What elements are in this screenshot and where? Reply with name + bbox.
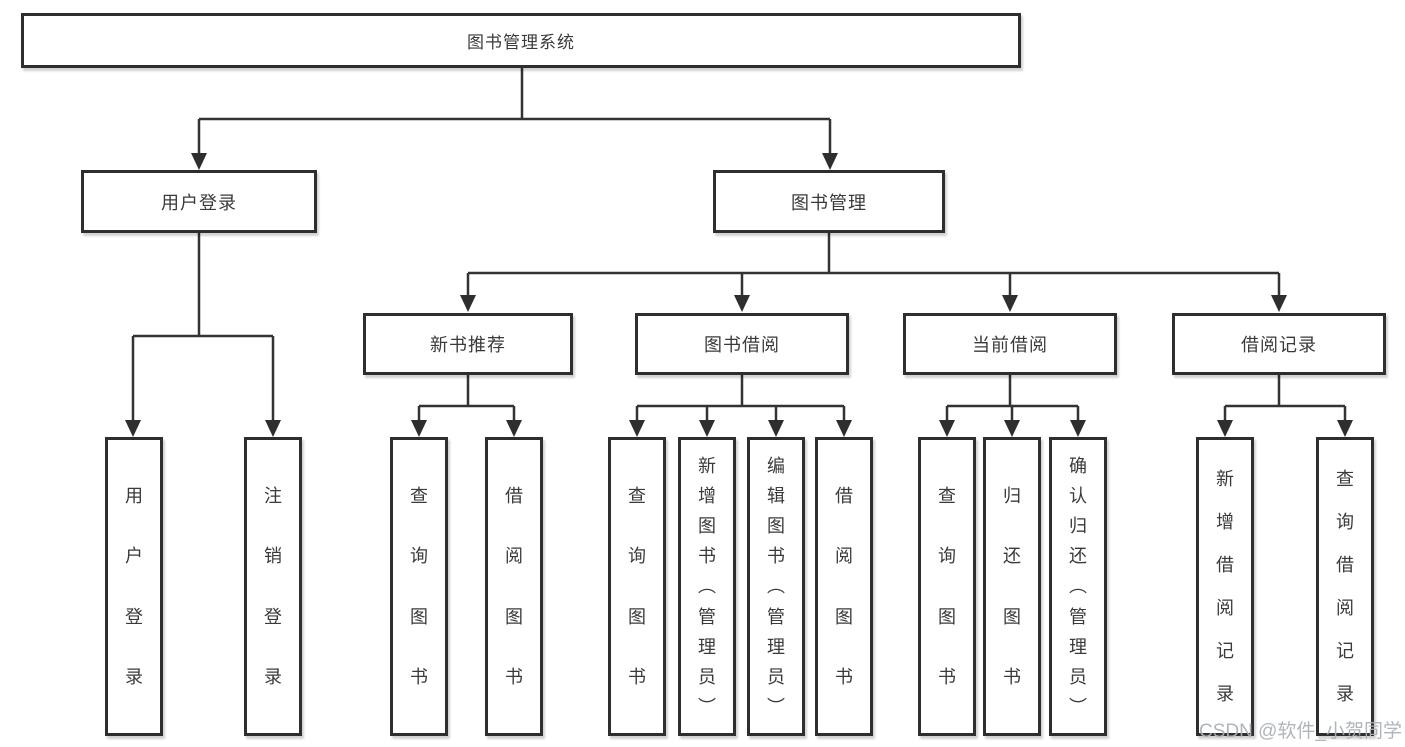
- node-new-book-recommend-label: 新书推荐: [430, 335, 506, 355]
- leaf-add-book-admin: 新增图书︵管理员︶: [678, 437, 736, 736]
- leaf-borrow-books-label: 借阅图书: [835, 486, 853, 687]
- node-book-borrow: 图书借阅: [635, 313, 849, 375]
- node-borrow-records: 借阅记录: [1172, 313, 1386, 375]
- leaf-edit-book-admin-label: 编辑图书︵管理员︶: [767, 456, 785, 717]
- leaf-query-books-borrow-label: 查询图书: [628, 486, 646, 687]
- leaf-user-login: 用户登录: [105, 437, 163, 736]
- node-root-label: 图书管理系统: [467, 33, 575, 52]
- leaf-return-book: 归还图书: [983, 437, 1041, 736]
- node-user-login: 用户登录: [81, 170, 317, 233]
- leaf-user-login-label: 用户登录: [125, 486, 143, 687]
- csdn-watermark: CSDN @软件_小贺同学: [1199, 721, 1402, 742]
- node-user-login-label: 用户登录: [161, 192, 237, 213]
- leaf-query-books-recommend-label: 查询图书: [410, 486, 428, 687]
- leaf-add-borrow-record-label: 新增借阅记录: [1216, 469, 1234, 704]
- leaf-borrow-books-recommend: 借阅图书: [485, 437, 543, 736]
- leaf-confirm-return-admin-label: 确认归还︵管理员︶: [1069, 456, 1087, 717]
- node-root: 图书管理系统: [21, 13, 1021, 68]
- leaf-logout: 注销登录: [244, 437, 302, 736]
- node-new-book-recommend: 新书推荐: [363, 313, 573, 375]
- leaf-return-book-label: 归还图书: [1003, 486, 1021, 687]
- leaf-query-books-current-label: 查询图书: [938, 486, 956, 687]
- leaf-add-book-admin-label: 新增图书︵管理员︶: [698, 456, 716, 717]
- leaf-query-books-current: 查询图书: [918, 437, 976, 736]
- leaf-borrow-books: 借阅图书: [815, 437, 873, 736]
- leaf-add-borrow-record: 新增借阅记录: [1196, 437, 1254, 736]
- leaf-confirm-return-admin: 确认归还︵管理员︶: [1049, 437, 1107, 736]
- node-borrow-records-label: 借阅记录: [1241, 335, 1317, 355]
- leaf-logout-label: 注销登录: [264, 486, 282, 687]
- leaf-query-books-recommend: 查询图书: [390, 437, 448, 736]
- node-current-borrow-label: 当前借阅: [972, 335, 1048, 355]
- node-book-management: 图书管理: [713, 170, 945, 233]
- node-book-management-label: 图书管理: [791, 192, 867, 213]
- node-book-borrow-label: 图书借阅: [704, 335, 780, 355]
- leaf-query-borrow-record-label: 查询借阅记录: [1336, 469, 1354, 704]
- leaf-edit-book-admin: 编辑图书︵管理员︶: [747, 437, 805, 736]
- node-current-borrow: 当前借阅: [903, 313, 1117, 375]
- leaf-query-borrow-record: 查询借阅记录: [1316, 437, 1374, 736]
- leaf-query-books-borrow: 查询图书: [608, 437, 666, 736]
- leaf-borrow-books-recommend-label: 借阅图书: [505, 486, 523, 687]
